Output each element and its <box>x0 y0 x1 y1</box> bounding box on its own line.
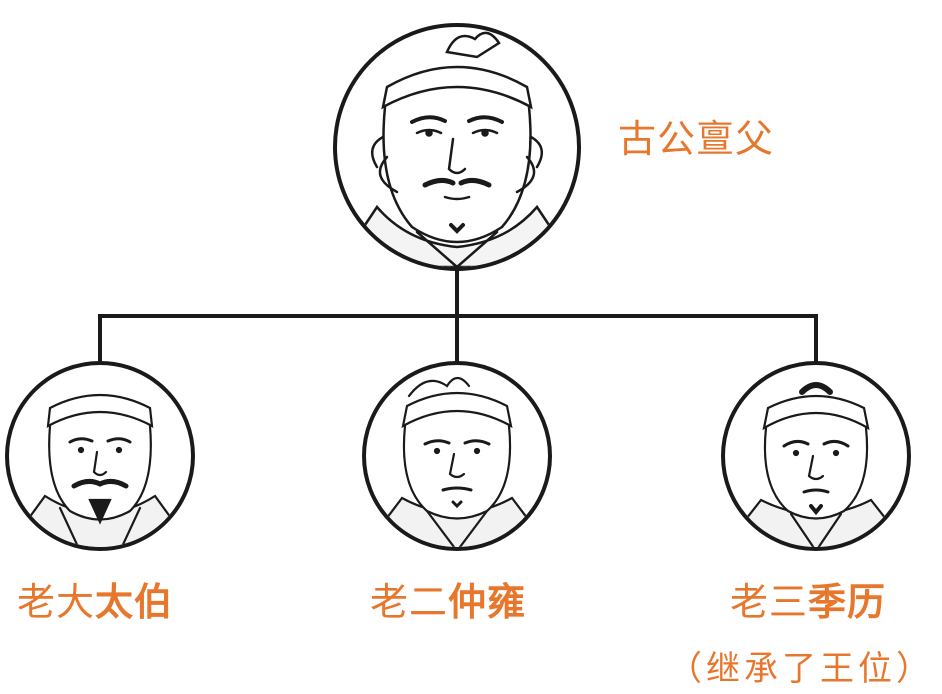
child-name: 太伯 <box>95 580 174 624</box>
child-rank: 老三 <box>730 580 809 624</box>
child-name: 仲雍 <box>448 580 527 624</box>
portrait-second-son-icon <box>362 361 552 551</box>
portrait-eldest-son-icon <box>5 361 195 551</box>
tree-connectors <box>98 266 818 368</box>
child-label-third: 老三季历 <box>730 580 886 624</box>
child-name: 季历 <box>808 580 887 624</box>
child-label-second: 老二仲雍 <box>370 580 526 624</box>
child-label-eldest: 老大太伯 <box>17 580 173 624</box>
portrait-elder-icon <box>333 23 581 271</box>
child-note-third: （继承了王位） <box>668 649 934 689</box>
child-rank: 老二 <box>370 580 449 624</box>
child-rank: 老大 <box>17 580 96 624</box>
root-name-label: 古公亶父 <box>618 117 774 161</box>
portrait-third-son-icon <box>721 361 911 551</box>
root-name: 古公亶父 <box>618 117 775 161</box>
